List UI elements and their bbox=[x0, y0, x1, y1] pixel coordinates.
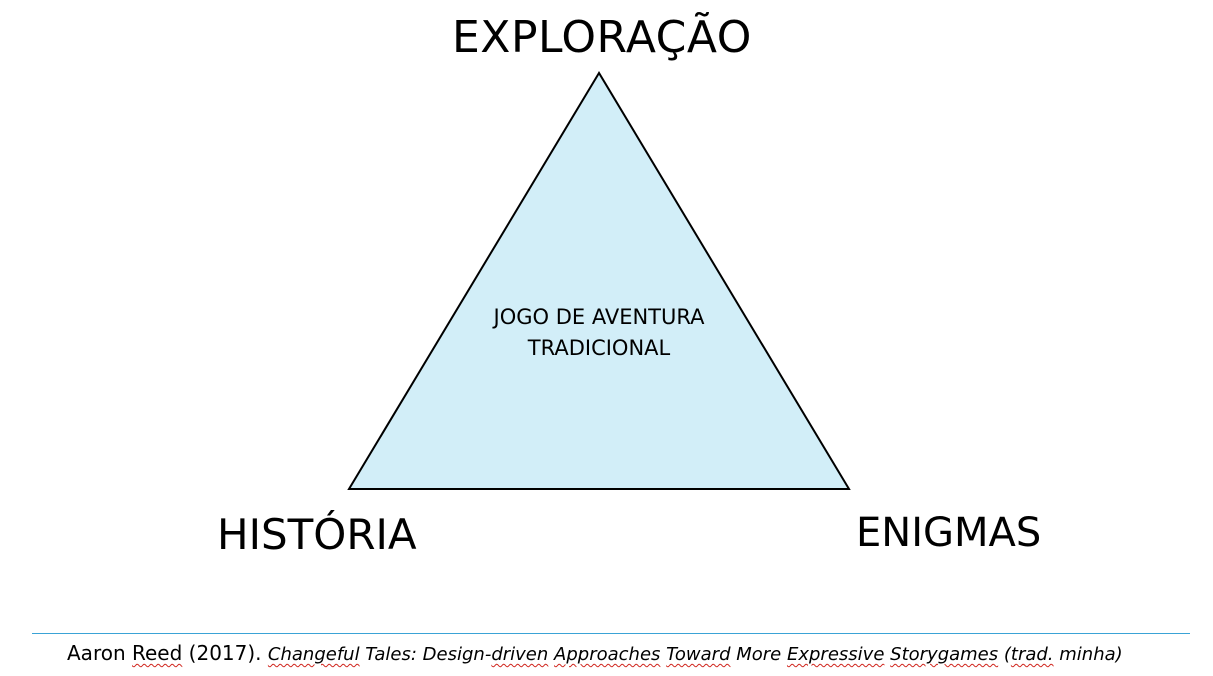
citation-author-last: Reed bbox=[132, 641, 183, 665]
citation-title-part: Approaches bbox=[554, 644, 661, 665]
citation: Aaron Reed (2017). Changeful Tales: Desi… bbox=[67, 641, 1123, 665]
citation-title-part: Toward bbox=[666, 644, 731, 665]
citation-title-part: trad. bbox=[1010, 644, 1054, 665]
citation-title-part: minha) bbox=[1053, 644, 1123, 665]
citation-title-part: Changeful bbox=[267, 644, 360, 665]
citation-title-part: Storygames bbox=[890, 644, 999, 665]
citation-title: Changeful Tales: Design-driven Approache… bbox=[268, 644, 1123, 665]
citation-title-part: ( bbox=[998, 644, 1011, 665]
citation-title-part: driven bbox=[491, 644, 549, 665]
vertex-label-exploracao: EXPLORAÇÃO bbox=[452, 12, 752, 63]
vertex-label-historia: HISTÓRIA bbox=[217, 510, 417, 559]
vertex-label-enigmas: ENIGMAS bbox=[856, 510, 1042, 556]
center-label-line-2: TRADICIONAL bbox=[527, 336, 671, 360]
center-label-line-1: JOGO DE AVENTURA bbox=[493, 305, 705, 329]
citation-title-part: More bbox=[730, 644, 787, 665]
citation-year: (2017). bbox=[188, 641, 262, 665]
footer-divider bbox=[32, 633, 1190, 634]
triangle-center-label: JOGO DE AVENTURA TRADICIONAL bbox=[448, 302, 750, 364]
citation-author-first: Aaron bbox=[67, 641, 126, 665]
citation-title-part: Expressive bbox=[786, 644, 885, 665]
citation-title-part: Tales: Design- bbox=[359, 644, 492, 665]
triangle-shape bbox=[347, 71, 851, 490]
